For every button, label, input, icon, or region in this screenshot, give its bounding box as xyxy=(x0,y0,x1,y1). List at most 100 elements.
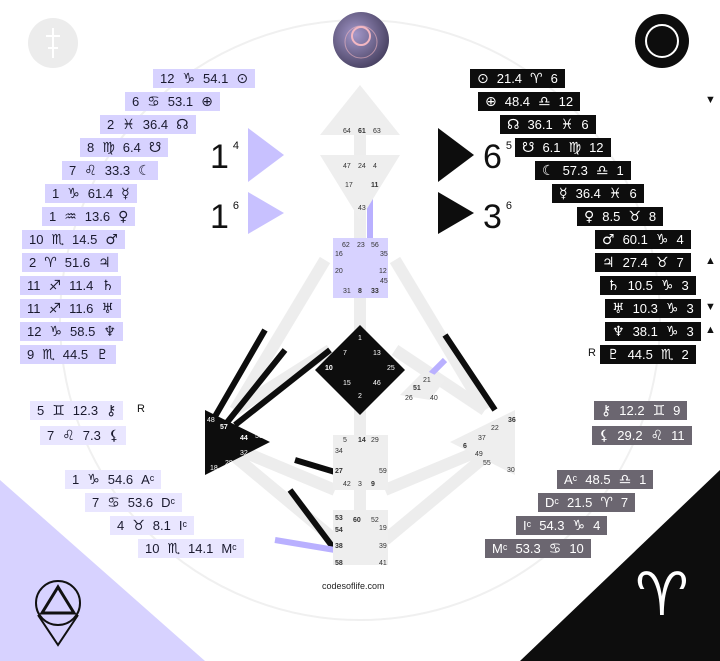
svg-text:10: 10 xyxy=(325,365,333,372)
gate-number: 2 xyxy=(107,117,115,132)
design-planet-row[interactable]: 11♐11.4♄ xyxy=(20,276,121,295)
gate-number: 1 xyxy=(52,186,60,201)
design-planet-row[interactable]: 7♌33.3☾ xyxy=(62,161,158,180)
sign-icon: ♈ xyxy=(44,254,57,271)
gate-number: 8 xyxy=(648,209,657,224)
svg-text:5: 5 xyxy=(343,437,347,444)
root-center xyxy=(333,510,388,565)
design-planet-row[interactable]: 12♑54.1⊙ xyxy=(153,69,256,88)
planet-icon: ♄ xyxy=(607,277,620,294)
lavender-corner xyxy=(0,480,205,661)
angle-label: Mᶜ xyxy=(492,541,508,556)
svg-text:11: 11 xyxy=(371,182,379,189)
ajna-center xyxy=(320,155,400,220)
sign-icon: ♎ xyxy=(538,93,551,110)
svg-text:42: 42 xyxy=(343,481,351,488)
design-planet-row[interactable]: 12♑58.5♆ xyxy=(20,322,123,341)
gate-number: 9 xyxy=(27,347,35,362)
svg-text:58: 58 xyxy=(335,560,343,567)
svg-text:22: 22 xyxy=(491,425,499,432)
personality-planet-row[interactable]: ☿36.4♓6 xyxy=(552,184,644,203)
design-planet-row[interactable]: 1♒13.6♀ xyxy=(42,207,136,226)
svg-text:13: 13 xyxy=(373,350,381,357)
svg-text:40: 40 xyxy=(430,395,438,402)
personality-planet-row[interactable]: ♃27.4♉7 xyxy=(595,253,691,272)
planet-icon: ♅ xyxy=(612,300,625,317)
planet-icon: ♂ xyxy=(602,231,615,248)
personality-extra-row[interactable]: ⚷12.2♊9 xyxy=(594,401,688,420)
sign-icon: ♏ xyxy=(167,540,181,557)
sign-icon: ♋ xyxy=(548,540,562,557)
personality-planet-row[interactable]: ♇44.5♏2 xyxy=(600,345,696,364)
degree-value: 29.2 xyxy=(617,428,643,443)
personality-planet-row[interactable]: ♂60.1♑4 xyxy=(595,230,691,249)
sacral-center xyxy=(333,435,388,490)
degree-value: 6.4 xyxy=(122,140,141,155)
svg-text:61: 61 xyxy=(358,128,366,135)
degree-value: 11.6 xyxy=(69,301,94,316)
svg-text:25: 25 xyxy=(387,365,395,372)
svg-text:54: 54 xyxy=(335,527,343,534)
gate-number: 3 xyxy=(681,278,689,293)
design-planet-row[interactable]: 2♈51.6♃ xyxy=(22,253,118,272)
design-extra-row[interactable]: 7♌7.3⚸ xyxy=(40,426,127,445)
design-planet-row[interactable]: 10♏14.5♂ xyxy=(22,230,125,249)
design-planet-row[interactable]: 11♐11.6♅ xyxy=(20,299,121,318)
design-planet-row[interactable]: 1♑61.4☿ xyxy=(45,184,137,203)
design-planet-row[interactable]: 6♋53.1⊕ xyxy=(125,92,220,111)
svg-text:12: 12 xyxy=(379,268,387,275)
svg-text:28: 28 xyxy=(225,460,233,467)
angle-label: Aᶜ xyxy=(564,472,578,487)
svg-text:36: 36 xyxy=(508,417,516,424)
gate-number: 12 xyxy=(160,71,175,86)
svg-text:46: 46 xyxy=(373,380,381,387)
gate-number: 2 xyxy=(29,255,37,270)
planet-icon: ☊ xyxy=(507,116,520,133)
personality-planet-row[interactable]: ♆38.1♑3 xyxy=(605,322,701,341)
svg-text:63: 63 xyxy=(373,128,381,135)
personality-planet-row[interactable]: ♅10.3♑3 xyxy=(605,299,701,318)
gate-number: 11 xyxy=(27,301,41,316)
gate-number: 11 xyxy=(671,428,685,443)
personality-planet-row[interactable]: ♀8.5♉8 xyxy=(577,207,664,226)
degree-value: 48.5 xyxy=(585,472,611,487)
design-planet-row[interactable]: 8♍6.4☋ xyxy=(80,138,169,157)
personality-extra-row[interactable]: ⚸29.2♌11 xyxy=(592,426,692,445)
design-planet-row[interactable]: 9♏44.5♇ xyxy=(20,345,116,364)
sign-icon: ♌ xyxy=(62,427,75,444)
gate-number: 1 xyxy=(49,209,57,224)
planet-icon: ⊙ xyxy=(236,70,249,87)
personality-planet-row[interactable]: ♄10.5♑3 xyxy=(600,276,696,295)
degree-value: 36.4 xyxy=(142,117,169,132)
degree-value: 6.1 xyxy=(542,140,561,155)
gate-number: 7 xyxy=(92,495,100,510)
svg-text:38: 38 xyxy=(335,543,343,550)
personality-planet-row[interactable]: ⊕48.4♎12 xyxy=(478,92,581,111)
personality-planet-row[interactable]: ☾57.3♎1 xyxy=(535,161,631,180)
personality-planet-row[interactable]: ☋6.1♍12 xyxy=(515,138,611,157)
direction-marker: ▼ xyxy=(705,301,716,313)
gate-number: 8 xyxy=(87,140,95,155)
gate-number: 4 xyxy=(117,518,125,533)
personality-planet-row[interactable]: ⊙21.4♈6 xyxy=(470,69,565,88)
svg-text:47: 47 xyxy=(343,163,351,170)
svg-text:8: 8 xyxy=(358,288,362,295)
sign-icon: ♉ xyxy=(655,254,669,271)
sign-icon: ♊ xyxy=(52,402,65,419)
planet-icon: ♄ xyxy=(101,277,114,294)
design-extra-row[interactable]: 5♊12.3⚷ xyxy=(30,401,124,420)
sign-icon: ♑ xyxy=(660,277,674,294)
svg-text:49: 49 xyxy=(475,451,483,458)
design-planet-row[interactable]: 2♓36.4☊ xyxy=(100,115,196,134)
personality-planet-row[interactable]: ☊36.1♓6 xyxy=(500,115,596,134)
footer-url[interactable]: codesoflife.com xyxy=(322,581,385,591)
